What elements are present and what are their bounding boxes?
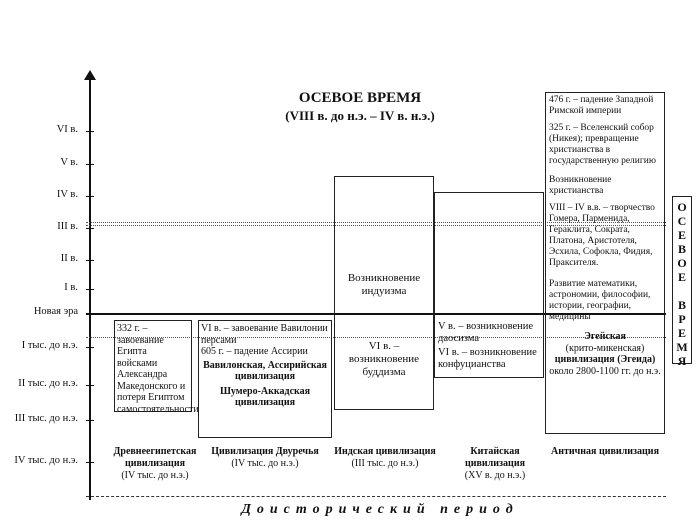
prehistoric-line bbox=[86, 496, 666, 497]
aegean-civ-2: (крито-микенская) bbox=[565, 342, 645, 354]
axial-top-line-2 bbox=[86, 225, 666, 226]
axis-label: IV в. bbox=[56, 189, 78, 200]
antique-civ-name: Античная цивилизация bbox=[551, 446, 659, 457]
daoism-text: V в. – возникновение даосизма bbox=[438, 321, 534, 344]
side-letter: С bbox=[677, 214, 687, 228]
axis-label: IV тыс. до н.э. bbox=[14, 455, 78, 466]
axis-tick bbox=[86, 228, 94, 229]
axis-tick bbox=[86, 260, 94, 261]
axis-label: VI в. bbox=[56, 124, 78, 135]
antique-event-5: Развитие математики, астрономии, философ… bbox=[549, 279, 651, 322]
mesopotamia-box: VI в. – завоевание Вавилонии персами 605… bbox=[198, 320, 332, 438]
mesopotamia-civ-period: (IV тыс. до н.э.) bbox=[231, 458, 299, 469]
new-era-line bbox=[86, 313, 666, 315]
axis-tick bbox=[86, 131, 94, 132]
axis-tick bbox=[86, 462, 94, 463]
india-civ-label: Индская цивилизация (III тыс. до н.э.) bbox=[330, 446, 440, 470]
axis-label: III в. bbox=[57, 221, 78, 232]
mesopotamia-civ-2: Шумеро-Аккадская цивилизация bbox=[219, 385, 311, 409]
axis-label: I в. bbox=[64, 282, 78, 293]
side-letter: В bbox=[677, 242, 686, 256]
side-letter: О bbox=[677, 200, 687, 214]
axis-tick bbox=[86, 196, 94, 197]
axial-bottom-line bbox=[86, 337, 666, 338]
confucianism-text: VI в. – возникновение конфуцианства bbox=[438, 347, 537, 370]
antique-event-3: Возникновение христианства bbox=[549, 175, 612, 196]
axis-label: V в. bbox=[60, 157, 78, 168]
axial-top-line bbox=[86, 222, 666, 223]
china-civ-label: Китайская цивилизация (XV в. до н.э.) bbox=[440, 446, 550, 482]
aegean-civ-3: цивилизация (Эгеида) bbox=[554, 354, 656, 365]
china-box: V в. – возникновение даосизма VI в. – во… bbox=[434, 192, 544, 378]
egypt-box: 332 г. – завоевание Египта войсками Алек… bbox=[114, 320, 199, 415]
antique-civ-label: Античная цивилизация bbox=[550, 446, 660, 458]
axis-label: Новая эра bbox=[33, 306, 78, 317]
side-letter: Е bbox=[677, 270, 686, 284]
side-letter bbox=[672, 284, 692, 298]
mesopotamia-civ-label: Цивилизация Двуречья (IV тыс. до н.э.) bbox=[210, 446, 320, 470]
india-civ-name: Индская цивилизация bbox=[334, 446, 436, 457]
antique-event-4: VIII – IV в.в. – творчество Гомера, Парм… bbox=[549, 203, 655, 268]
hinduism-text: Возникновение индуизма bbox=[347, 272, 421, 297]
axis-arrow-icon bbox=[84, 70, 96, 80]
egypt-text: 332 г. – завоевание Египта войсками Алек… bbox=[117, 323, 199, 415]
prehistoric-label: Доисторический период bbox=[241, 502, 519, 517]
egypt-civ-name: Древнеегипетская цивилизация bbox=[113, 446, 197, 469]
aegean-civ-1: Эгейская bbox=[584, 331, 626, 342]
diagram-title: ОСЕВОЕ ВРЕМЯ bbox=[298, 90, 422, 106]
side-letter: Р bbox=[678, 312, 686, 326]
mesopotamia-civ-name: Цивилизация Двуречья bbox=[211, 446, 319, 457]
side-letter: О bbox=[677, 256, 687, 270]
axis-tick bbox=[86, 385, 94, 386]
side-letter: Е bbox=[677, 228, 686, 242]
mesopotamia-event-1: VI в. – завоевание Вавилонии персами bbox=[201, 323, 328, 346]
axis-label: II в. bbox=[60, 253, 78, 264]
axis-label: II тыс. до н.э. bbox=[18, 378, 78, 389]
india-civ-period: (III тыс. до н.э.) bbox=[351, 458, 419, 469]
axis-tick bbox=[86, 164, 94, 165]
india-box: Возникновение индуизма VI в. – возникнов… bbox=[334, 176, 434, 410]
axial-time-side-box bbox=[672, 196, 692, 364]
mesopotamia-civ-1: Вавилонская, Ассирийская цивилизация bbox=[203, 359, 327, 383]
diagram-subtitle: (VIII в. до н.э. – IV в. н.э.) bbox=[285, 108, 435, 123]
egypt-civ-period: (IV тыс. до н.э.) bbox=[121, 470, 189, 481]
mesopotamia-event-2: 605 г. – падение Ассирии bbox=[201, 346, 308, 357]
axis-tick bbox=[86, 420, 94, 421]
antique-box: 476 г. – падение Западной Римской импери… bbox=[545, 92, 665, 434]
axis-label: III тыс. до н.э. bbox=[14, 413, 78, 424]
axis-tick bbox=[86, 289, 94, 290]
axis-label: I тыс. до н.э. bbox=[21, 340, 78, 351]
axis-tick bbox=[86, 347, 94, 348]
side-letter: Е bbox=[677, 326, 686, 340]
antique-event-2: 325 г. – Вселенский собор (Никея); превр… bbox=[549, 123, 656, 166]
antique-event-1: 476 г. – падение Западной Римской импери… bbox=[549, 95, 654, 116]
buddhism-text: VI в. – возникновение буддизма bbox=[348, 340, 420, 378]
side-letter: М bbox=[676, 340, 688, 354]
aegean-civ-4: около 2800-1100 гг. до н.э. bbox=[549, 365, 661, 377]
side-letter: В bbox=[677, 298, 686, 312]
side-letter: Я bbox=[677, 354, 687, 368]
egypt-civ-label: Древнеегипетская цивилизация (IV тыс. до… bbox=[100, 446, 210, 482]
china-civ-period: (XV в. до н.э.) bbox=[464, 470, 526, 481]
china-civ-name: Китайская цивилизация bbox=[464, 446, 525, 469]
